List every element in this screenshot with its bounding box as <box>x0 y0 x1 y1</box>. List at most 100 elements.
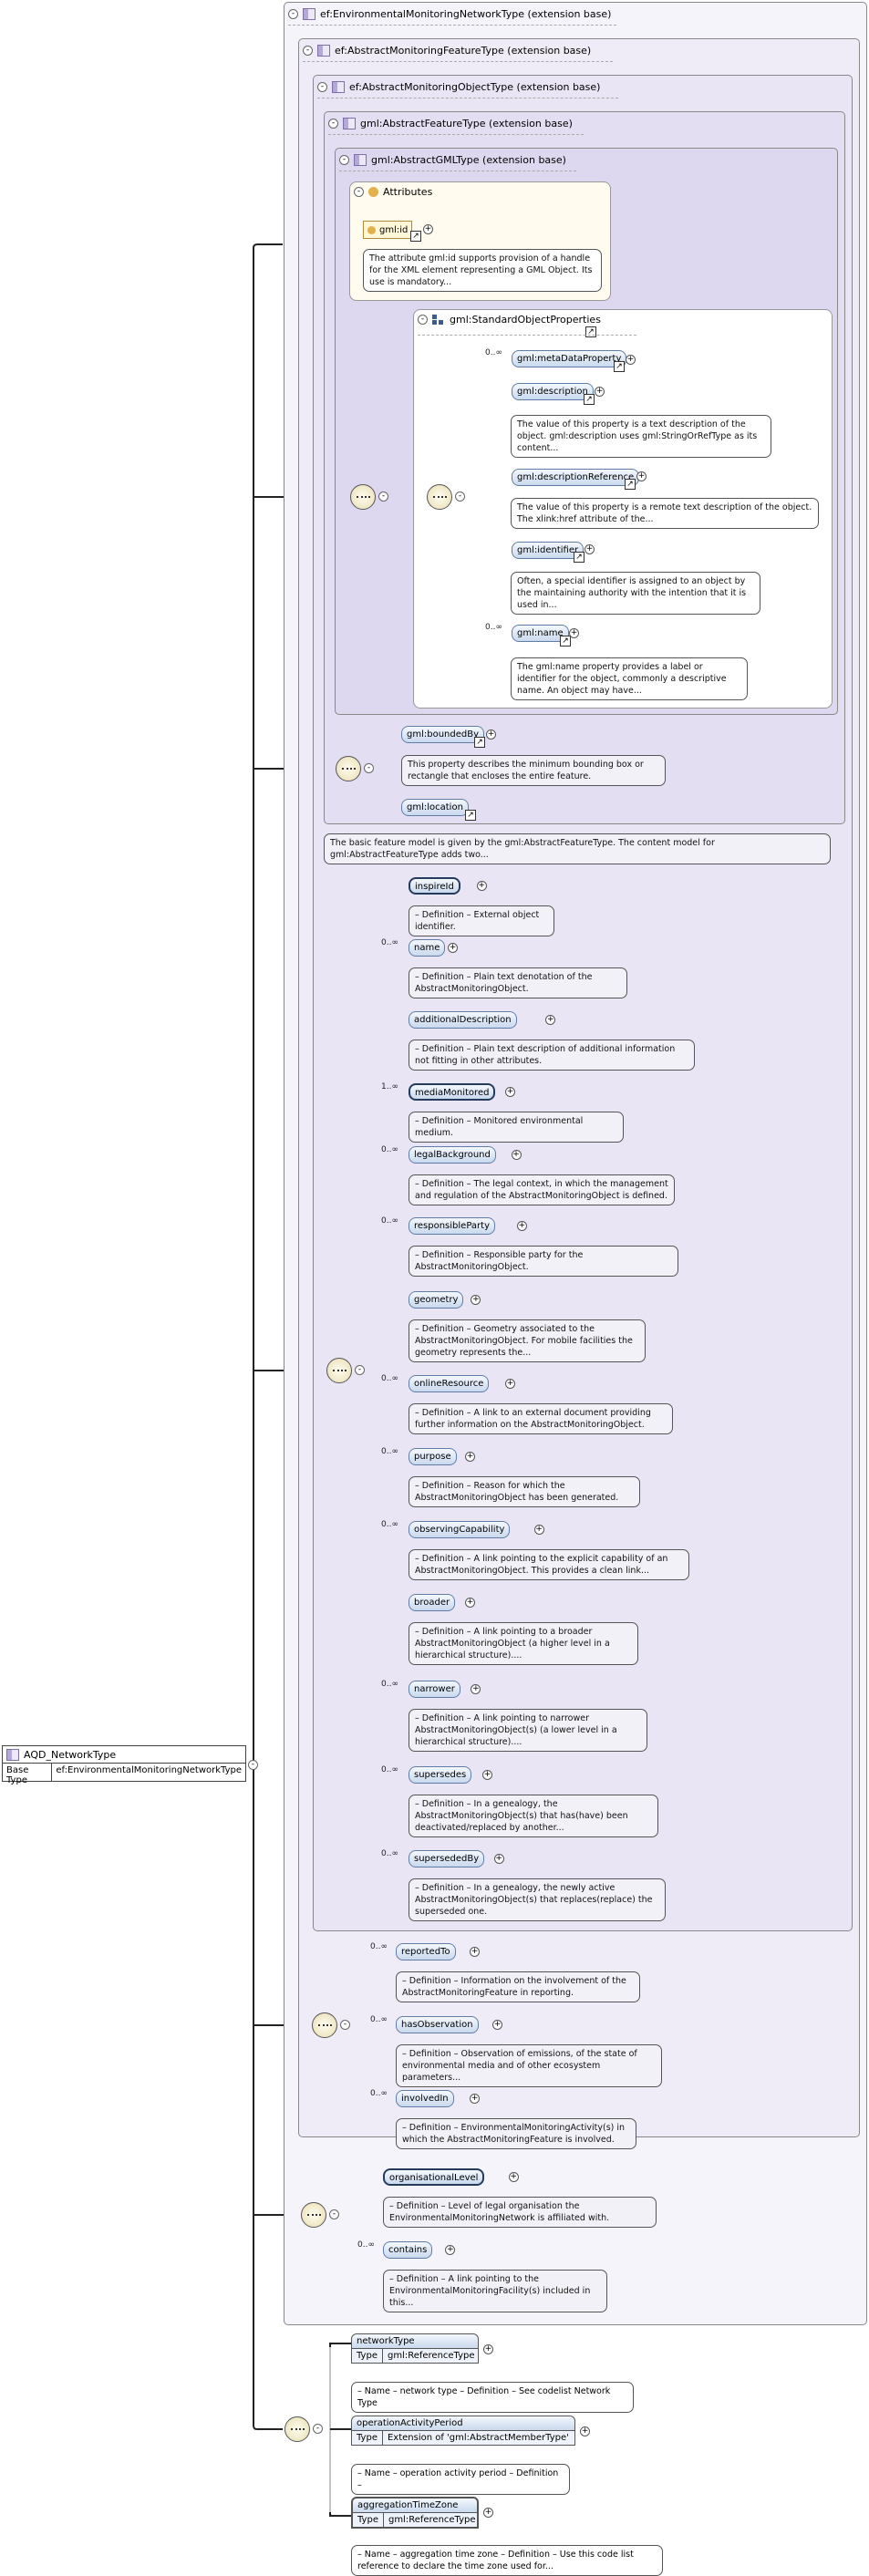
element-purpose[interactable]: purpose <box>409 1448 457 1465</box>
element-name[interactable]: name <box>409 939 446 957</box>
expand-icon[interactable]: + <box>483 2508 493 2518</box>
element-gml-description[interactable]: gml:description <box>512 383 594 400</box>
expand-icon[interactable]: + <box>470 1947 480 1957</box>
type-value: gml:ReferenceType <box>387 2351 475 2361</box>
element-mediamonitored[interactable]: mediaMonitored <box>409 1083 496 1101</box>
element-gml-boundedby[interactable]: gml:boundedBy <box>401 726 485 743</box>
link-icon[interactable]: ↗ <box>410 231 421 242</box>
element-gml-descriptionreference[interactable]: gml:descriptionReference <box>512 469 640 486</box>
expand-icon[interactable]: + <box>505 1379 516 1389</box>
sequence-icon[interactable] <box>326 1358 352 1383</box>
expand-icon[interactable]: + <box>465 1598 476 1608</box>
expand-icon[interactable]: + <box>465 1452 476 1462</box>
collapse-toggle[interactable]: - <box>418 315 428 325</box>
sequence-icon[interactable] <box>301 2202 326 2228</box>
link-icon[interactable]: ↗ <box>585 326 596 337</box>
definition-annotation: – Definition – External object identifie… <box>409 905 554 936</box>
element-organisationallevel[interactable]: organisationalLevel <box>383 2168 485 2186</box>
sequence-icon[interactable] <box>427 484 452 510</box>
collapse-toggle[interactable]: - <box>313 2424 323 2434</box>
sequence-icon[interactable] <box>350 484 376 510</box>
expand-icon[interactable]: + <box>423 224 433 234</box>
expand-icon[interactable]: + <box>470 2094 480 2104</box>
link-icon[interactable]: ↗ <box>614 361 625 372</box>
collapse-toggle[interactable]: - <box>354 187 364 197</box>
expand-icon[interactable]: + <box>626 355 636 365</box>
expand-icon[interactable]: + <box>471 1295 481 1305</box>
element-broader[interactable]: broader <box>409 1594 456 1611</box>
expand-icon[interactable]: + <box>505 1087 516 1097</box>
expand-icon[interactable]: + <box>533 1525 544 1535</box>
element-gml-location[interactable]: gml:location <box>401 799 469 816</box>
element-observingcapability[interactable]: observingCapability <box>409 1521 511 1538</box>
root-type-box[interactable]: AQD_NetworkType Base Type ef:Environment… <box>2 1745 246 1785</box>
expand-icon[interactable]: + <box>636 471 647 481</box>
link-icon[interactable]: ↗ <box>584 394 595 405</box>
element-gml-identifier[interactable]: gml:identifier <box>512 542 585 559</box>
expand-icon[interactable]: + <box>445 2245 456 2255</box>
definition-annotation: – Definition – Plain text description of… <box>409 1040 695 1071</box>
element-involvedin[interactable]: involvedIn <box>396 2090 454 2107</box>
link-icon[interactable]: ↗ <box>625 479 636 490</box>
link-icon[interactable]: ↗ <box>560 636 571 647</box>
collapse-toggle[interactable]: - <box>303 45 313 56</box>
link-icon[interactable]: ↗ <box>474 737 485 748</box>
expand-icon[interactable]: + <box>545 1015 556 1025</box>
expand-icon[interactable]: + <box>493 1854 504 1864</box>
complex-type-icon <box>332 80 345 93</box>
gml-id-attribute[interactable]: gml:id <box>363 221 413 239</box>
element-gml-name[interactable]: gml:name <box>512 625 569 642</box>
expand-icon[interactable]: + <box>486 729 496 740</box>
sequence-icon[interactable] <box>312 2012 337 2038</box>
element-geometry[interactable]: geometry <box>409 1291 464 1309</box>
sequence-icon[interactable] <box>284 2416 310 2442</box>
collapse-toggle[interactable]: - <box>364 763 374 773</box>
expand-icon[interactable]: + <box>511 1150 522 1160</box>
extension-title: ef:AbstractMonitoringFeatureType (extens… <box>335 44 592 57</box>
expand-icon[interactable]: + <box>476 881 487 891</box>
expand-icon[interactable]: + <box>492 2020 503 2030</box>
element-additionaldescription[interactable]: additionalDescription <box>409 1011 517 1029</box>
collapse-toggle[interactable]: - <box>355 1365 365 1375</box>
root-collapse-toggle[interactable]: - <box>248 1760 258 1770</box>
sequence-icon[interactable] <box>336 756 361 781</box>
expand-icon[interactable]: + <box>471 1684 481 1694</box>
collapse-toggle[interactable]: - <box>317 81 327 92</box>
collapse-toggle[interactable]: - <box>339 154 349 165</box>
element-reportedto[interactable]: reportedTo <box>396 1943 456 1960</box>
element-gml-metadataproperty[interactable]: gml:metaDataProperty <box>512 350 627 367</box>
collapse-toggle[interactable]: - <box>328 118 338 129</box>
element-narrower[interactable]: narrower <box>409 1681 460 1698</box>
expand-icon[interactable]: + <box>483 2344 493 2354</box>
collapse-toggle[interactable]: - <box>329 2209 339 2219</box>
element-responsibleparty[interactable]: responsibleParty <box>409 1217 495 1235</box>
expand-icon[interactable]: + <box>448 943 459 953</box>
cardinality: 0..∞ <box>485 623 502 632</box>
element-onlineresource[interactable]: onlineResource <box>409 1375 490 1392</box>
expand-icon[interactable]: + <box>585 544 595 554</box>
link-icon[interactable]: ↗ <box>465 810 476 821</box>
element-legalbackground[interactable]: legalBackground <box>409 1146 496 1164</box>
definition-annotation: – Definition – Geometry associated to th… <box>409 1319 646 1362</box>
cardinality: 0..∞ <box>381 1374 398 1383</box>
element-contains[interactable]: contains <box>383 2241 433 2259</box>
element-supersedes[interactable]: supersedes <box>409 1766 472 1784</box>
collapse-toggle[interactable]: - <box>340 2020 350 2030</box>
expand-icon[interactable]: + <box>580 2426 590 2436</box>
collapse-toggle[interactable]: - <box>455 491 465 502</box>
element-supersededby[interactable]: supersededBy <box>409 1850 485 1867</box>
link-icon[interactable]: ↗ <box>574 552 585 563</box>
expand-icon[interactable]: + <box>516 1221 527 1231</box>
expand-icon[interactable]: + <box>482 1770 492 1780</box>
element-inspireid[interactable]: inspireId <box>409 877 460 895</box>
expand-icon[interactable]: + <box>569 628 579 638</box>
expand-icon[interactable]: + <box>508 2172 519 2182</box>
collapse-toggle[interactable]: - <box>288 8 298 19</box>
element-hasobservation[interactable]: hasObservation <box>396 2016 479 2033</box>
expand-icon[interactable]: + <box>595 387 605 397</box>
collapse-toggle[interactable]: - <box>378 491 388 502</box>
